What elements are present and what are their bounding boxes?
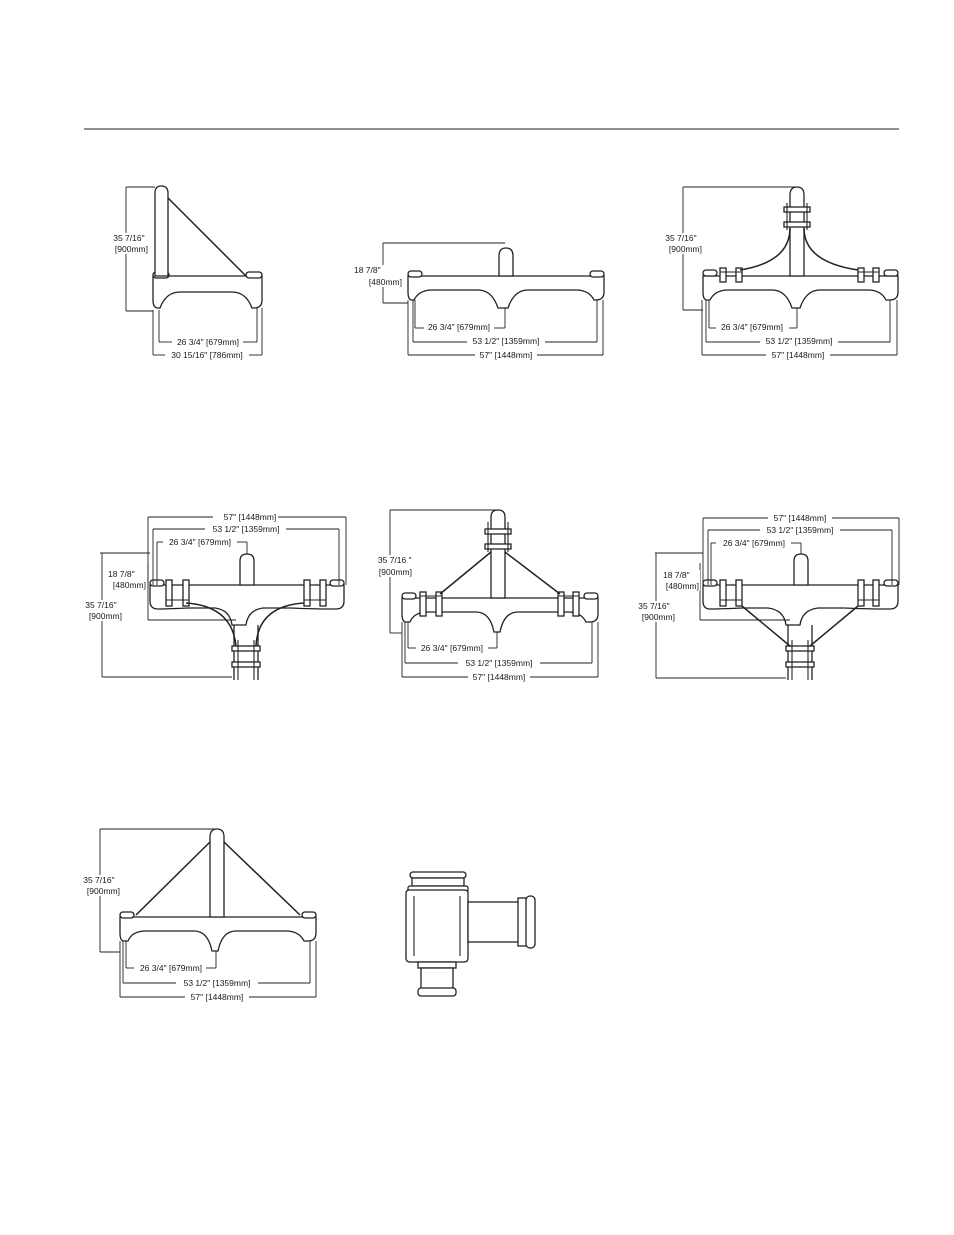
- fig5-width-1448: 57" [1448mm]: [473, 672, 526, 682]
- fig4-height-900: 35 7/16" [900mm]: [85, 600, 122, 621]
- fig1-width-679: 26 3/4" [679mm]: [177, 337, 239, 347]
- fig1-width-786: 30 15/16" [786mm]: [171, 350, 243, 360]
- fig7-width-679: 26 3/4" [679mm]: [140, 963, 202, 973]
- fig3-width-679: 26 3/4" [679mm]: [721, 322, 783, 332]
- fig2-height-label: 18 7/8" [480mm]: [354, 265, 402, 287]
- fig5-width-679: 26 3/4" [679mm]: [421, 643, 483, 653]
- fig4-width-1359: 53 1/2" [1359mm]: [213, 524, 280, 534]
- fig4-height-480: 18 7/8" [480mm]: [108, 569, 146, 590]
- fig6-width-1448: 57" [1448mm]: [774, 513, 827, 523]
- figure-2-low-post: 18 7/8" [480mm] 26 3/4" [679mm] 53 1/2" …: [352, 242, 605, 360]
- fig2-width-1359: 53 1/2" [1359mm]: [473, 336, 540, 346]
- fig7-height-label: 35 7/16" [900mm]: [83, 875, 120, 896]
- figure-4-drop-down: 57" [1448mm] 53 1/2" [1359mm] 26 3/4" [6…: [84, 512, 347, 680]
- fig3-height-label: 35 7/16" [900mm]: [665, 233, 702, 254]
- fig4-width-1448: 57" [1448mm]: [224, 512, 277, 522]
- fig6-height-900: 35 7/16" [900mm]: [638, 601, 675, 622]
- fig2-width-679: 26 3/4" [679mm]: [428, 322, 490, 332]
- fig5-height-label: 35 7/16 " [900mm]: [378, 555, 414, 577]
- fig1-height-label: 35 7/16" [900mm]: [113, 233, 148, 254]
- figure-5-tall-center: 35 7/16 " [900mm] 26 3/4" [679mm] 53 1/2…: [376, 509, 599, 682]
- figure-3-tall-clamped: 35 7/16" [900mm] 26 3/4" [679mm] 53 1/2"…: [664, 186, 899, 360]
- figure-1-side-brace: 35 7/16" [900mm] 26 3/4" [679mm] 30 15/1…: [112, 185, 263, 360]
- fig6-height-480: 18 7/8" [480mm]: [663, 570, 699, 591]
- fig2-width-1448: 57" [1448mm]: [480, 350, 533, 360]
- fig4-width-679: 26 3/4" [679mm]: [169, 537, 231, 547]
- fig7-width-1359: 53 1/2" [1359mm]: [184, 978, 251, 988]
- fig5-width-1359: 53 1/2" [1359mm]: [466, 658, 533, 668]
- figure-7-twin-brace: 35 7/16" [900mm] 26 3/4" [679mm] 53 1/2"…: [82, 828, 317, 1002]
- fig7-width-1448: 57" [1448mm]: [191, 992, 244, 1002]
- fig3-width-1448: 57" [1448mm]: [772, 350, 825, 360]
- figure-8-connector-detail: [405, 871, 536, 997]
- fig6-width-1359: 53 1/2" [1359mm]: [767, 525, 834, 535]
- fig3-width-1359: 53 1/2" [1359mm]: [766, 336, 833, 346]
- fig6-width-679: 26 3/4" [679mm]: [723, 538, 785, 548]
- figure-6-drop-straight: 57" [1448mm] 53 1/2" [1359mm] 26 3/4" [6…: [637, 513, 900, 680]
